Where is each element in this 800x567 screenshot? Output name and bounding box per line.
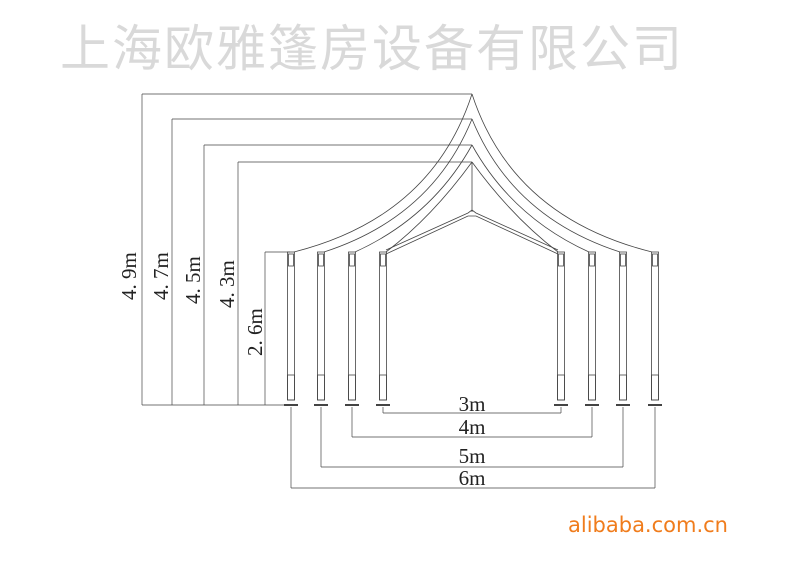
height-label-2-6m: 2. 6m bbox=[243, 308, 267, 356]
width-label-4m: 4m bbox=[459, 415, 486, 439]
roof-curve-right bbox=[471, 161, 559, 253]
roof-curve-left bbox=[385, 161, 473, 253]
height-label-4-3m: 4. 3m bbox=[215, 260, 239, 308]
pole-top-bracket bbox=[349, 253, 355, 267]
pole-base-plate bbox=[287, 374, 295, 401]
tent-pole bbox=[287, 251, 295, 401]
pole-top-bracket bbox=[288, 253, 294, 267]
width-label-5m: 5m bbox=[459, 444, 486, 468]
inner-truss bbox=[385, 215, 559, 255]
width-label-6m: 6m bbox=[459, 466, 486, 490]
tent-pole bbox=[588, 251, 596, 401]
pole-top-bracket bbox=[620, 253, 626, 267]
pole-base-plate bbox=[619, 374, 627, 401]
roof-curve-right bbox=[471, 118, 621, 253]
pole-top-bracket bbox=[318, 253, 324, 267]
pole-base-plate bbox=[317, 374, 325, 401]
tent-pole bbox=[348, 251, 356, 401]
brand-watermark: alibaba.com.cn bbox=[568, 513, 728, 537]
pole-base-plate bbox=[651, 374, 659, 401]
company-watermark: 上海欧雅篷房设备有限公司 bbox=[60, 20, 684, 78]
roof-curve-left bbox=[323, 118, 473, 253]
roof-curve-right bbox=[471, 93, 653, 253]
roof-curve-left bbox=[354, 144, 473, 253]
pole-top-bracket bbox=[652, 253, 658, 267]
tent-pole bbox=[379, 251, 387, 401]
tent-pole bbox=[651, 251, 659, 401]
tent-pole bbox=[317, 251, 325, 401]
pole-base-plate bbox=[379, 374, 387, 401]
pole-base-plate bbox=[557, 374, 565, 401]
pole-top-bracket bbox=[558, 253, 564, 267]
roof-curve-right bbox=[471, 144, 590, 253]
height-label-4-5m: 4. 5m bbox=[181, 256, 205, 304]
roof-curve-left bbox=[293, 93, 473, 253]
tent-pole bbox=[619, 251, 627, 401]
pole-base-plate bbox=[348, 374, 356, 401]
width-label-3m: 3m bbox=[459, 392, 486, 416]
tent-pole bbox=[557, 251, 565, 401]
pole-top-bracket bbox=[380, 253, 386, 267]
height-label-4-7m: 4. 7m bbox=[149, 252, 173, 300]
pole-top-bracket bbox=[589, 253, 595, 267]
pole-base-plate bbox=[588, 374, 596, 401]
height-label-4-9m: 4. 9m bbox=[117, 252, 141, 300]
